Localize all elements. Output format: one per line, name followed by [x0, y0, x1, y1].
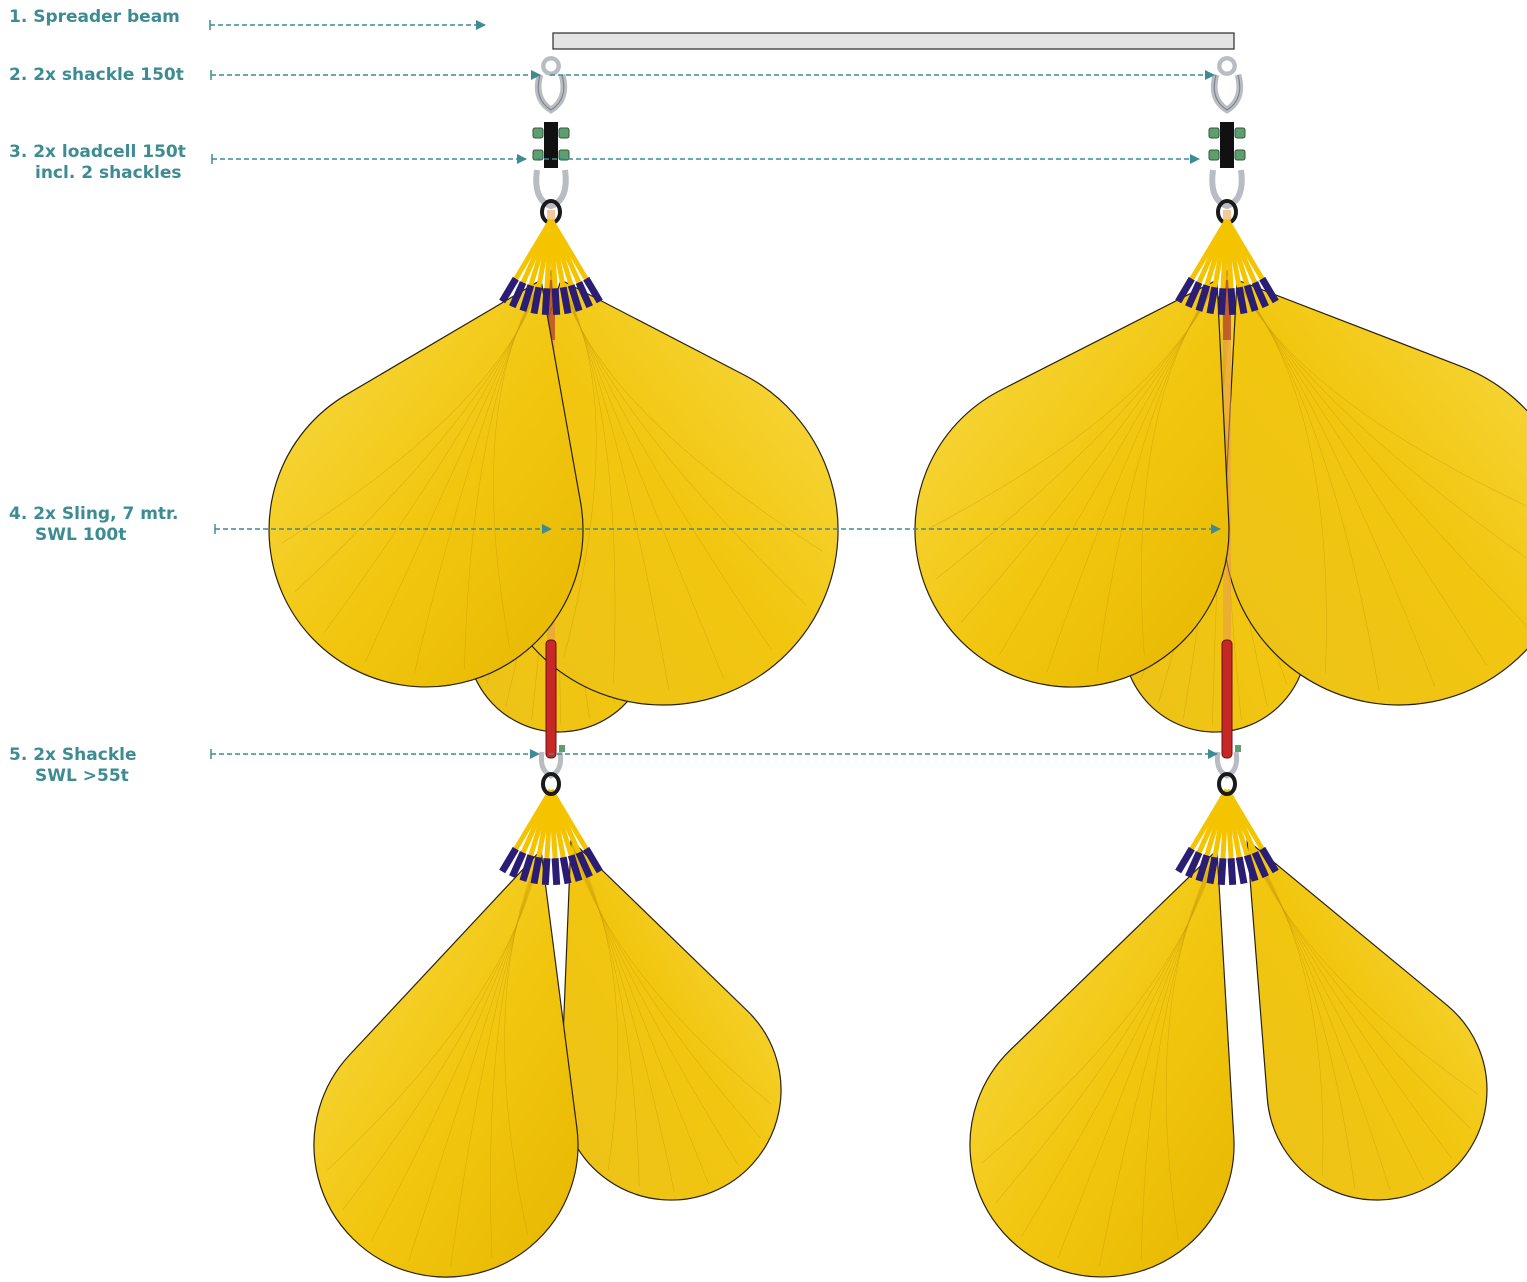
- lift-bag-lower-right-left: [970, 850, 1234, 1277]
- lift-bag-lower-right-right: [1247, 840, 1487, 1200]
- lift-bag-lower-left-left: [314, 850, 578, 1277]
- shackle-150t-left: [538, 58, 564, 110]
- loadcell-150t-left: [533, 122, 569, 223]
- label-loadcell-150t: 3. 2x loadcell 150t incl. 2 shackles: [9, 142, 186, 184]
- leader-spreader-beam: [210, 20, 485, 30]
- spreader-beam: [553, 33, 1234, 49]
- strap-fan-lower-left: [502, 790, 600, 885]
- label-sling-7m: 4. 2x Sling, 7 mtr. SWL 100t: [9, 504, 178, 546]
- label-spreader-beam: 1. Spreader beam: [9, 7, 180, 28]
- lift-bag-lower-left-right: [561, 840, 781, 1200]
- label-shackle-150t: 2. 2x shackle 150t: [9, 65, 184, 86]
- lift-bag-upper-right-right: [1224, 280, 1527, 705]
- leader-shackle-55t: [211, 749, 1217, 759]
- label-shackle-55t: 5. 2x Shackle SWL >55t: [9, 745, 136, 787]
- strap-fan-lower-right: [1178, 790, 1276, 885]
- leader-shackle-150t: [211, 70, 1214, 80]
- loadcell-150t-right: [1209, 122, 1245, 223]
- lift-bag-upper-left-left: [269, 280, 583, 687]
- shackle-150t-right: [1214, 58, 1240, 110]
- leader-loadcell-150t: [212, 154, 1199, 164]
- lift-bag-upper-right-left: [915, 280, 1229, 687]
